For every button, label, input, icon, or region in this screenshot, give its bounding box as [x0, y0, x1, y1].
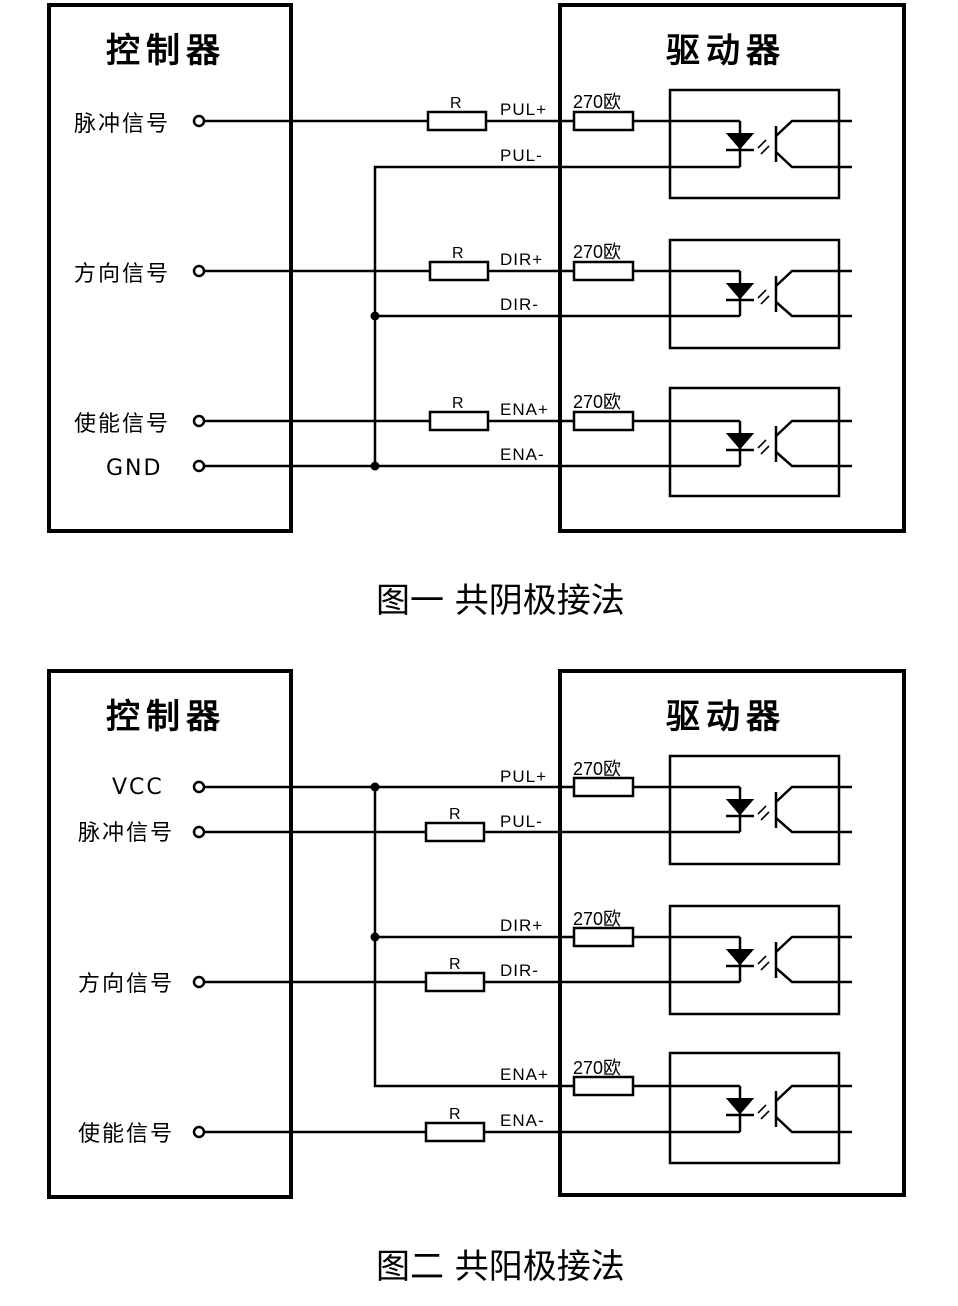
resistor-label: R — [452, 395, 464, 412]
signal-label-enable: 使能信号 — [78, 1122, 174, 1147]
resistor-270-ohm — [572, 926, 635, 948]
ohm-label: 270欧 — [573, 392, 621, 412]
resistor-r — [424, 821, 486, 843]
pin-label-ena-minus: ENA- — [500, 445, 545, 464]
pin-label-ena-plus: ENA+ — [500, 1065, 549, 1084]
pin-label-dir-plus: DIR+ — [500, 916, 543, 935]
driver-title: 驱动器 — [666, 31, 786, 71]
optocoupler — [668, 386, 852, 498]
resistor-270-ohm — [572, 1075, 635, 1097]
ohm-label: 270欧 — [573, 1058, 621, 1078]
pin-label-dir-plus: DIR+ — [500, 250, 543, 269]
signal-label-direction: 方向信号 — [78, 972, 174, 997]
junction-dot — [370, 461, 380, 471]
ohm-label: 270欧 — [573, 242, 621, 262]
diagram-common-anode: 控制器 驱动器 VCC 脉冲信号 方向信号 使能信号 R R R 270欧 — [47, 669, 906, 1287]
resistor-270-ohm — [572, 260, 635, 282]
signal-label-pulse: 脉冲信号 — [78, 821, 174, 846]
wire-common-cathode-bus — [373, 165, 740, 466]
pin-label-pul-minus: PUL- — [500, 146, 543, 165]
junction-dot — [370, 932, 380, 942]
pin-label-pul-minus: PUL- — [500, 812, 543, 831]
terminal-pulse — [192, 114, 206, 128]
terminal-vcc — [192, 780, 206, 794]
controller-box — [47, 669, 293, 1199]
ohm-label: 270欧 — [573, 759, 621, 779]
pin-label-dir-minus: DIR- — [500, 295, 539, 314]
resistor-r — [426, 110, 488, 132]
terminal-pulse — [192, 825, 206, 839]
caption-common-cathode: 图一 共阴极接法 — [376, 581, 625, 621]
terminal-enable — [192, 1125, 206, 1139]
pin-label-ena-minus: ENA- — [500, 1111, 545, 1130]
signal-label-pulse: 脉冲信号 — [74, 112, 170, 137]
driver-box — [558, 669, 906, 1197]
controller-box — [47, 3, 293, 533]
controller-title: 控制器 — [106, 31, 226, 71]
caption-common-anode: 图二 共阳极接法 — [376, 1247, 625, 1287]
signal-label-gnd: GND — [106, 456, 162, 481]
resistor-270-ohm — [572, 776, 635, 798]
signal-label-direction: 方向信号 — [74, 262, 170, 287]
diagram-common-cathode: 控制器 驱动器 脉冲信号 方向信号 使能信号 GND R R R 270欧 — [47, 3, 906, 621]
pin-label-dir-minus: DIR- — [500, 961, 539, 980]
ohm-label: 270欧 — [573, 909, 621, 929]
wire-common-anode-bus — [373, 787, 740, 1088]
resistor-label: R — [449, 1106, 461, 1123]
terminal-gnd — [192, 459, 206, 473]
resistor-r — [428, 260, 490, 282]
driver-title: 驱动器 — [666, 697, 786, 737]
resistor-270-ohm — [572, 410, 635, 432]
pin-label-pul-plus: PUL+ — [500, 767, 547, 786]
optocoupler — [668, 904, 852, 1016]
ohm-label: 270欧 — [573, 92, 621, 112]
pin-label-ena-plus: ENA+ — [500, 400, 549, 419]
optocoupler — [668, 754, 852, 866]
optocoupler — [668, 1051, 852, 1165]
resistor-r — [428, 410, 490, 432]
junction-dot — [370, 311, 380, 321]
resistor-r — [424, 971, 486, 993]
resistor-label: R — [450, 95, 462, 112]
terminal-direction — [192, 264, 206, 278]
optocoupler — [668, 238, 852, 350]
resistor-270-ohm — [572, 110, 635, 132]
driver-box — [558, 3, 906, 533]
optocoupler — [668, 88, 852, 200]
resistor-label: R — [449, 956, 461, 973]
resistor-label: R — [452, 245, 464, 262]
terminal-direction — [192, 975, 206, 989]
signal-label-vcc: VCC — [112, 775, 164, 800]
resistor-r — [424, 1121, 486, 1143]
terminal-enable — [192, 414, 206, 428]
controller-title: 控制器 — [106, 697, 226, 737]
signal-label-enable: 使能信号 — [74, 412, 170, 437]
pin-label-pul-plus: PUL+ — [500, 100, 547, 119]
resistor-label: R — [449, 806, 461, 823]
junction-dot — [370, 782, 380, 792]
